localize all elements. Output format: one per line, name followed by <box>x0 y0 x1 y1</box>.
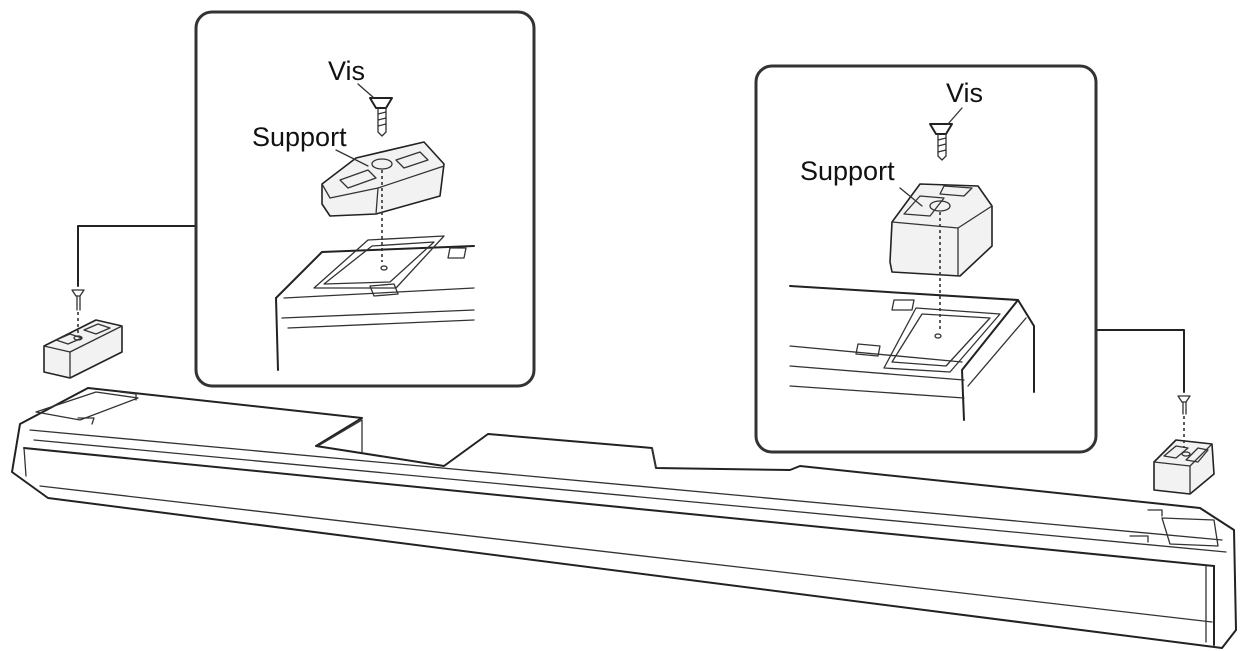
right-bracket-small <box>1153 395 1215 495</box>
left-callout-connector <box>77 225 197 287</box>
soundbar <box>11 387 1237 649</box>
left-bracket-small <box>43 289 123 379</box>
right-bracket-label: Support <box>800 156 895 186</box>
right-callout-connector <box>1095 329 1185 393</box>
left-callout-panel: Vis Support <box>194 10 536 388</box>
right-callout-panel: Vis Support <box>754 64 1098 454</box>
left-screw-label: Vis <box>328 56 365 86</box>
right-screw-label: Vis <box>946 78 983 108</box>
left-bracket-label: Support <box>252 122 347 152</box>
